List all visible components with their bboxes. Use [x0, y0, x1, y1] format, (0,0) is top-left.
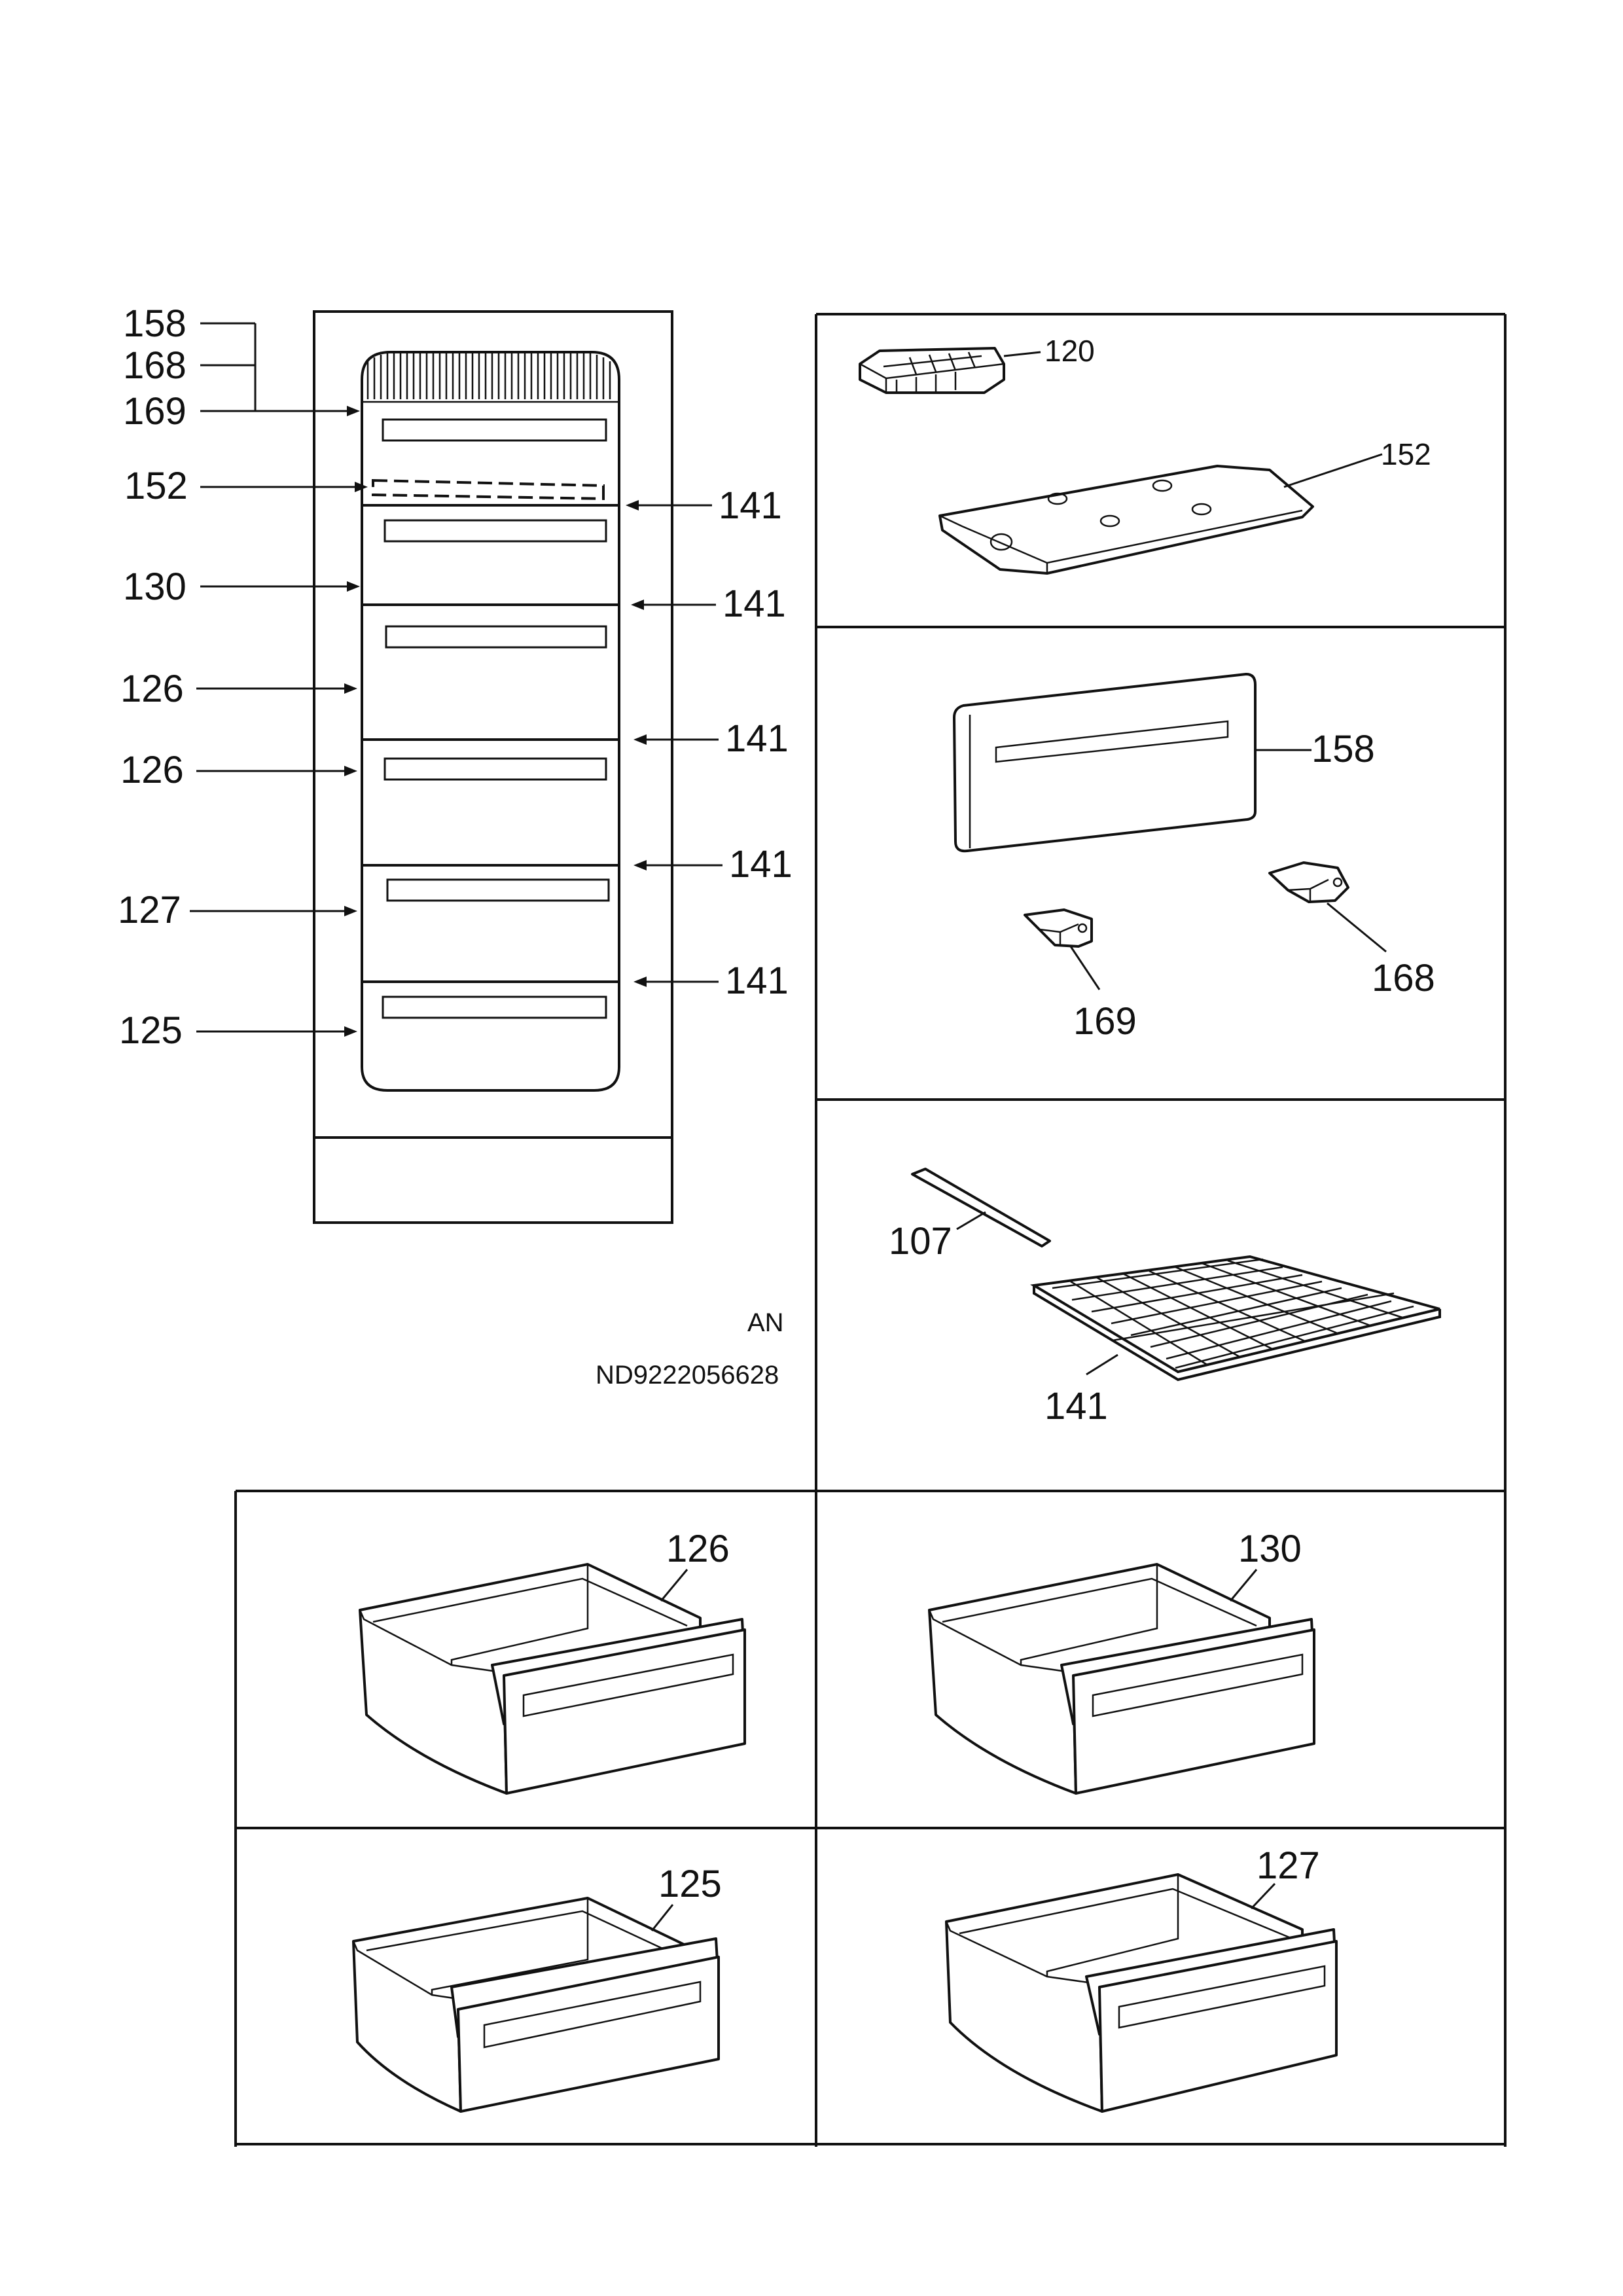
overview-label-126-b: 126: [120, 749, 184, 791]
code-an: AN: [747, 1308, 784, 1337]
label-130: 130: [1238, 1528, 1302, 1570]
leader-107: [956, 1211, 986, 1230]
overview-label-141-d: 141: [729, 843, 793, 886]
ice-tray-part: [859, 347, 1005, 394]
overview-label-125: 125: [119, 1009, 183, 1052]
overview-label-152: 152: [124, 465, 188, 507]
overview-label-130: 130: [123, 565, 187, 608]
overview-label-168: 168: [123, 344, 187, 387]
label-158: 158: [1311, 728, 1375, 770]
label-169: 169: [1073, 1000, 1137, 1043]
cabinet-outline: [313, 310, 673, 1224]
label-168: 168: [1372, 957, 1435, 999]
overview-label-169: 169: [123, 390, 187, 433]
overview-label-141-c: 141: [725, 717, 789, 760]
panel-frames: [234, 313, 1507, 2147]
leader-152: [1283, 453, 1383, 488]
flap-part: [953, 673, 1257, 853]
overview-label-141-b: 141: [722, 583, 786, 625]
overview-leaders-left: [190, 322, 368, 1037]
drawer-130-part: [928, 1563, 1315, 1795]
leader-125: [651, 1904, 674, 1931]
leader-168: [1327, 902, 1387, 953]
drawer-125-part: [352, 1897, 720, 2113]
leader-130: [1229, 1569, 1258, 1602]
hinge-left-part: [1024, 908, 1093, 948]
leader-126: [660, 1569, 688, 1602]
wire-shelf-part: [1030, 1255, 1441, 1382]
overview-label-127: 127: [118, 889, 181, 931]
overview-leaders-right: [626, 500, 722, 987]
label-127: 127: [1257, 1844, 1320, 1887]
drawer-126-part: [359, 1563, 746, 1795]
hinge-right-part: [1268, 861, 1349, 903]
leader-120: [1003, 351, 1041, 357]
drawer-127-part: [945, 1873, 1338, 2113]
bottom-plate-part: [938, 465, 1314, 575]
overview-label-158: 158: [123, 302, 187, 345]
overview-label-126-a: 126: [120, 668, 184, 710]
plate-hidden-outline: [372, 478, 605, 501]
leader-141: [1086, 1354, 1118, 1376]
overview-label-141-e: 141: [725, 960, 789, 1002]
label-152: 152: [1381, 437, 1431, 471]
label-125: 125: [658, 1863, 722, 1905]
leader-127: [1250, 1882, 1276, 1910]
strip-part: [911, 1168, 1051, 1247]
label-120: 120: [1044, 334, 1095, 368]
label-126: 126: [666, 1528, 730, 1570]
top-grille: [362, 353, 619, 403]
leader-169: [1069, 946, 1101, 990]
freezer-cabinet-overview: [313, 310, 673, 1224]
label-107: 107: [889, 1220, 952, 1263]
overview-label-141-a: 141: [719, 484, 782, 527]
label-141: 141: [1044, 1385, 1108, 1427]
document-number: ND9222056628: [596, 1361, 779, 1390]
inner-door-outline: [361, 351, 620, 1092]
